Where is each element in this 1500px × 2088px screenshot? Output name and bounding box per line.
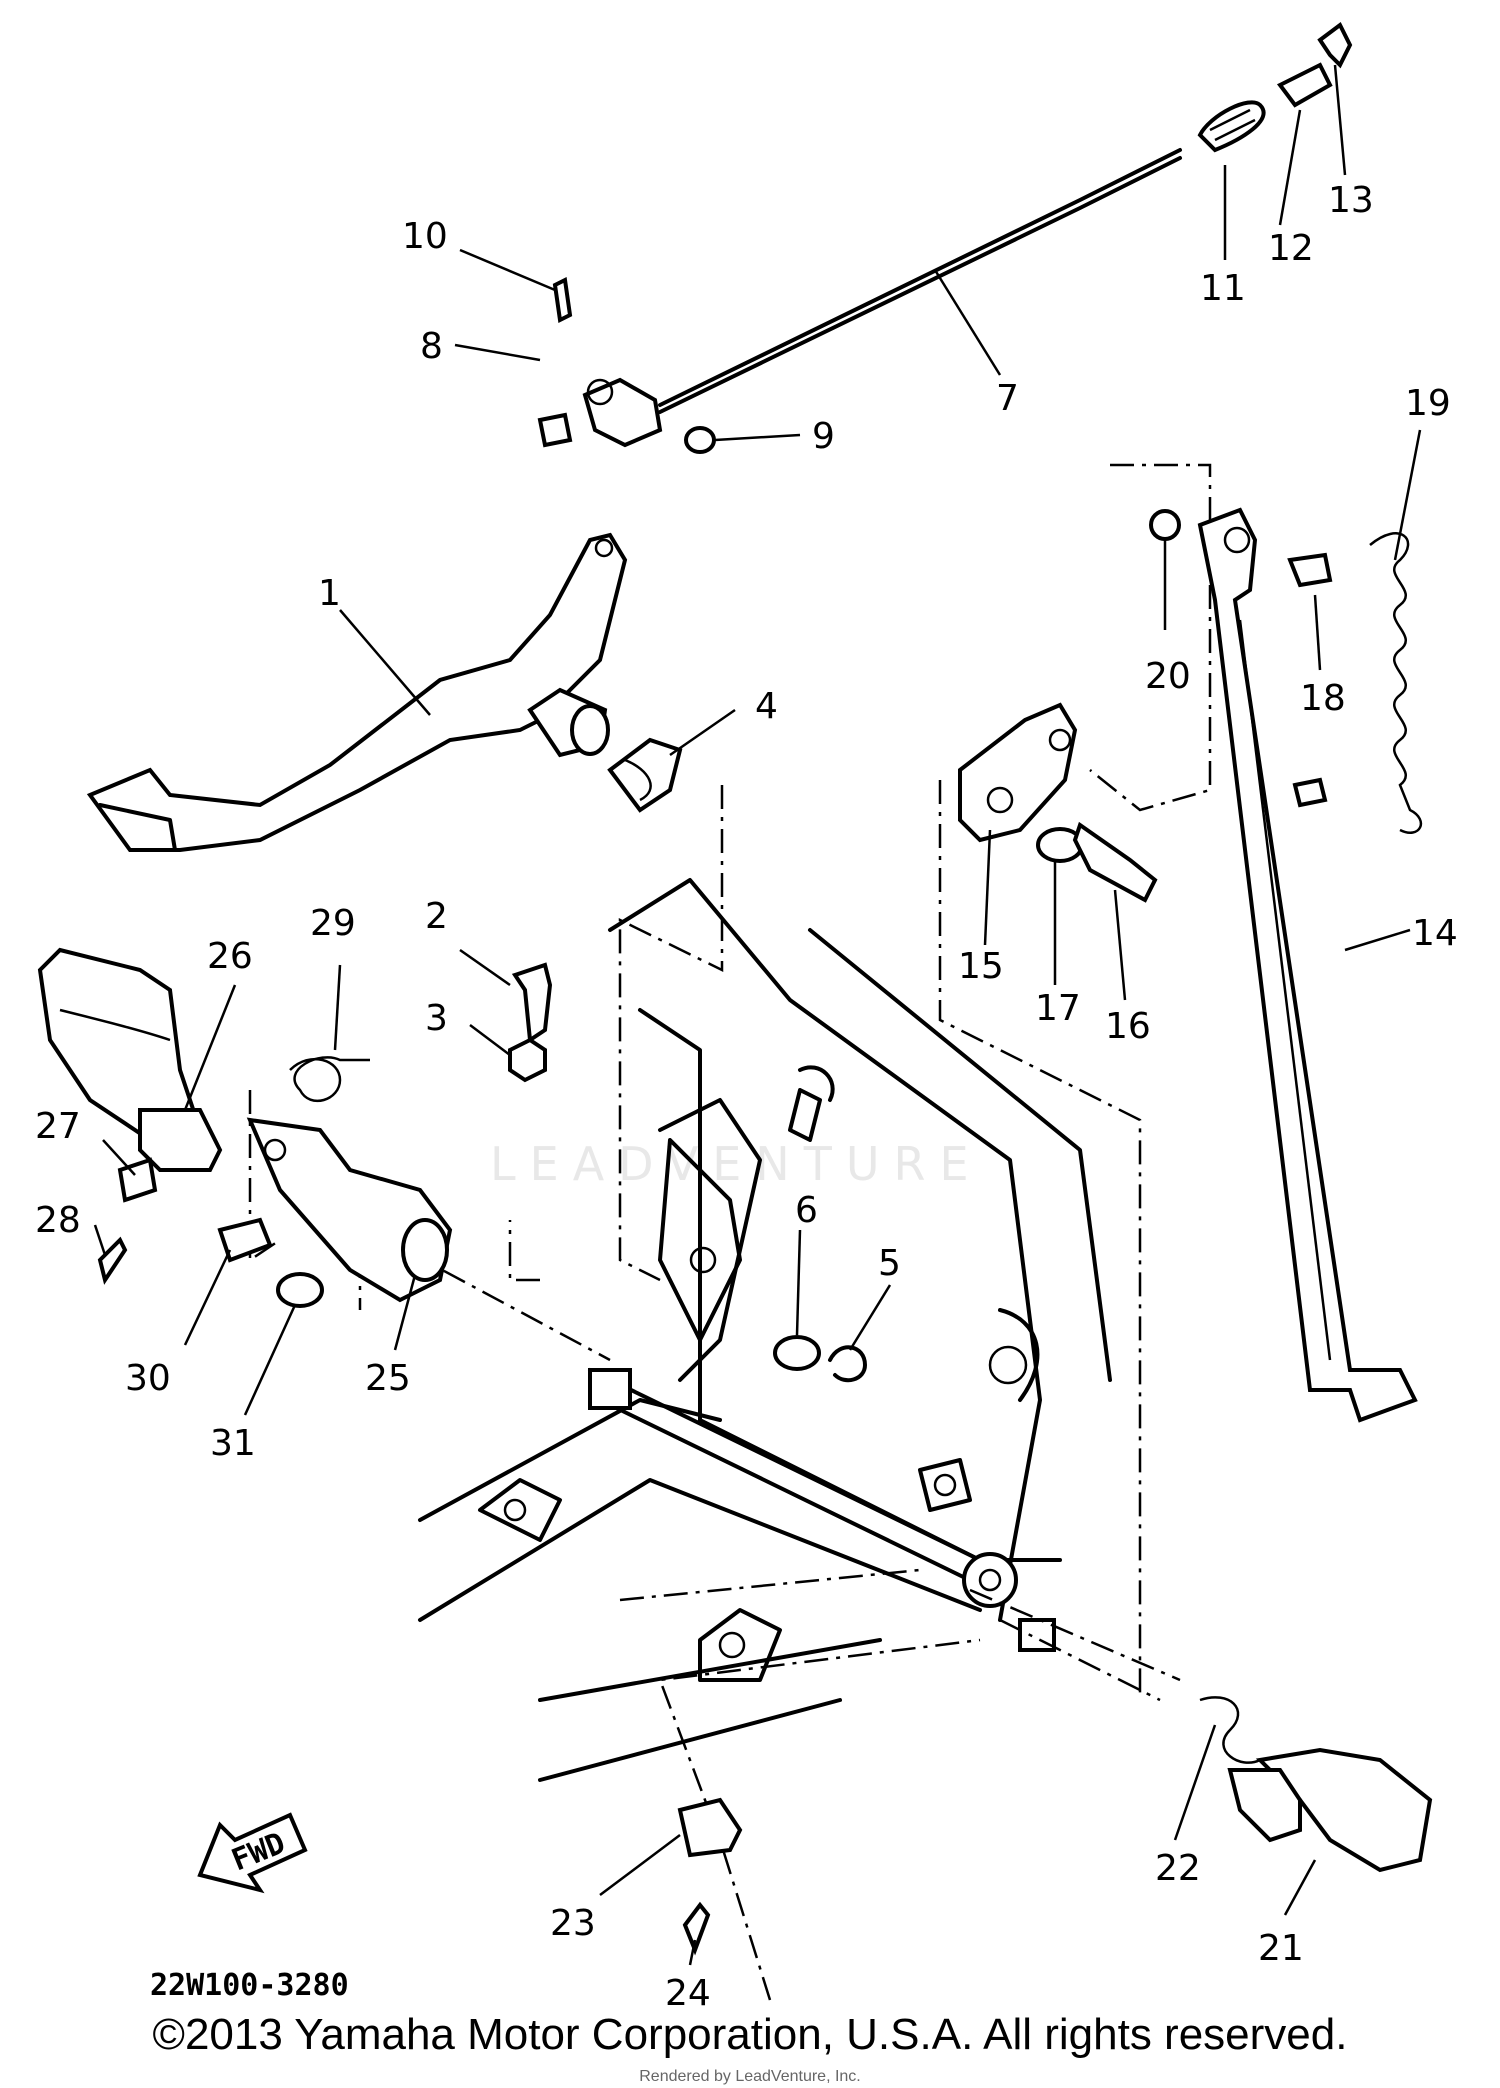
callout-27: 27 [35, 1106, 81, 1147]
reference-code: 22W100-3280 [150, 1968, 349, 2003]
callout-24: 24 [665, 1973, 711, 2014]
rendered-by-notice: Rendered by LeadVenture, Inc. [639, 2068, 861, 2085]
callout-5: 5 [878, 1243, 901, 1284]
part-1-brake-pedal [86, 532, 628, 852]
part-4-return-spring [607, 737, 683, 813]
callout-13: 13 [1328, 180, 1374, 221]
callout-26: 26 [207, 936, 253, 977]
callout-10: 10 [402, 216, 448, 257]
callout-30: 30 [125, 1358, 171, 1399]
copyright-notice: ©2013 Yamaha Motor Corporation, U.S.A. A… [152, 2010, 1348, 2059]
callout-11: 11 [1200, 268, 1246, 309]
callout-31: 31 [210, 1423, 256, 1464]
fwd-arrow: FWD [197, 1812, 308, 1894]
leader-lines [93, 64, 1422, 1966]
callout-19: 19 [1405, 383, 1451, 424]
right-footrest-assembly [677, 1696, 1433, 1956]
callout-25: 25 [365, 1358, 411, 1399]
callout-7: 7 [996, 378, 1019, 419]
callout-21: 21 [1258, 1928, 1304, 1969]
callout-1: 1 [318, 573, 341, 614]
callout-6: 6 [795, 1190, 818, 1231]
callout-18: 18 [1300, 678, 1346, 719]
callout-29: 29 [310, 903, 356, 944]
callout-12: 12 [1268, 228, 1314, 269]
callout-23: 23 [550, 1903, 596, 1944]
callout-15: 15 [958, 946, 1004, 987]
callout-8: 8 [420, 326, 443, 367]
frame [418, 878, 1112, 1782]
callout-16: 16 [1105, 1006, 1151, 1047]
left-footrest-assembly [37, 947, 453, 1308]
callouts: 1 2 3 4 5 6 7 8 9 10 11 12 13 14 15 16 1… [35, 180, 1458, 2014]
callout-14: 14 [1412, 913, 1458, 954]
side-stand-assembly [958, 507, 1422, 1423]
brake-rod-assembly [537, 21, 1353, 454]
callout-3: 3 [425, 998, 448, 1039]
watermark: LEADVENTURE [490, 1137, 983, 1191]
callout-17: 17 [1035, 988, 1081, 1029]
washers-5-6 [773, 1335, 867, 1383]
bolt-nut [508, 962, 553, 1083]
callout-20: 20 [1145, 656, 1191, 697]
callout-28: 28 [35, 1200, 81, 1241]
callout-2: 2 [425, 896, 448, 937]
callout-9: 9 [812, 416, 835, 457]
callout-22: 22 [1155, 1848, 1201, 1889]
callout-4: 4 [755, 686, 778, 727]
